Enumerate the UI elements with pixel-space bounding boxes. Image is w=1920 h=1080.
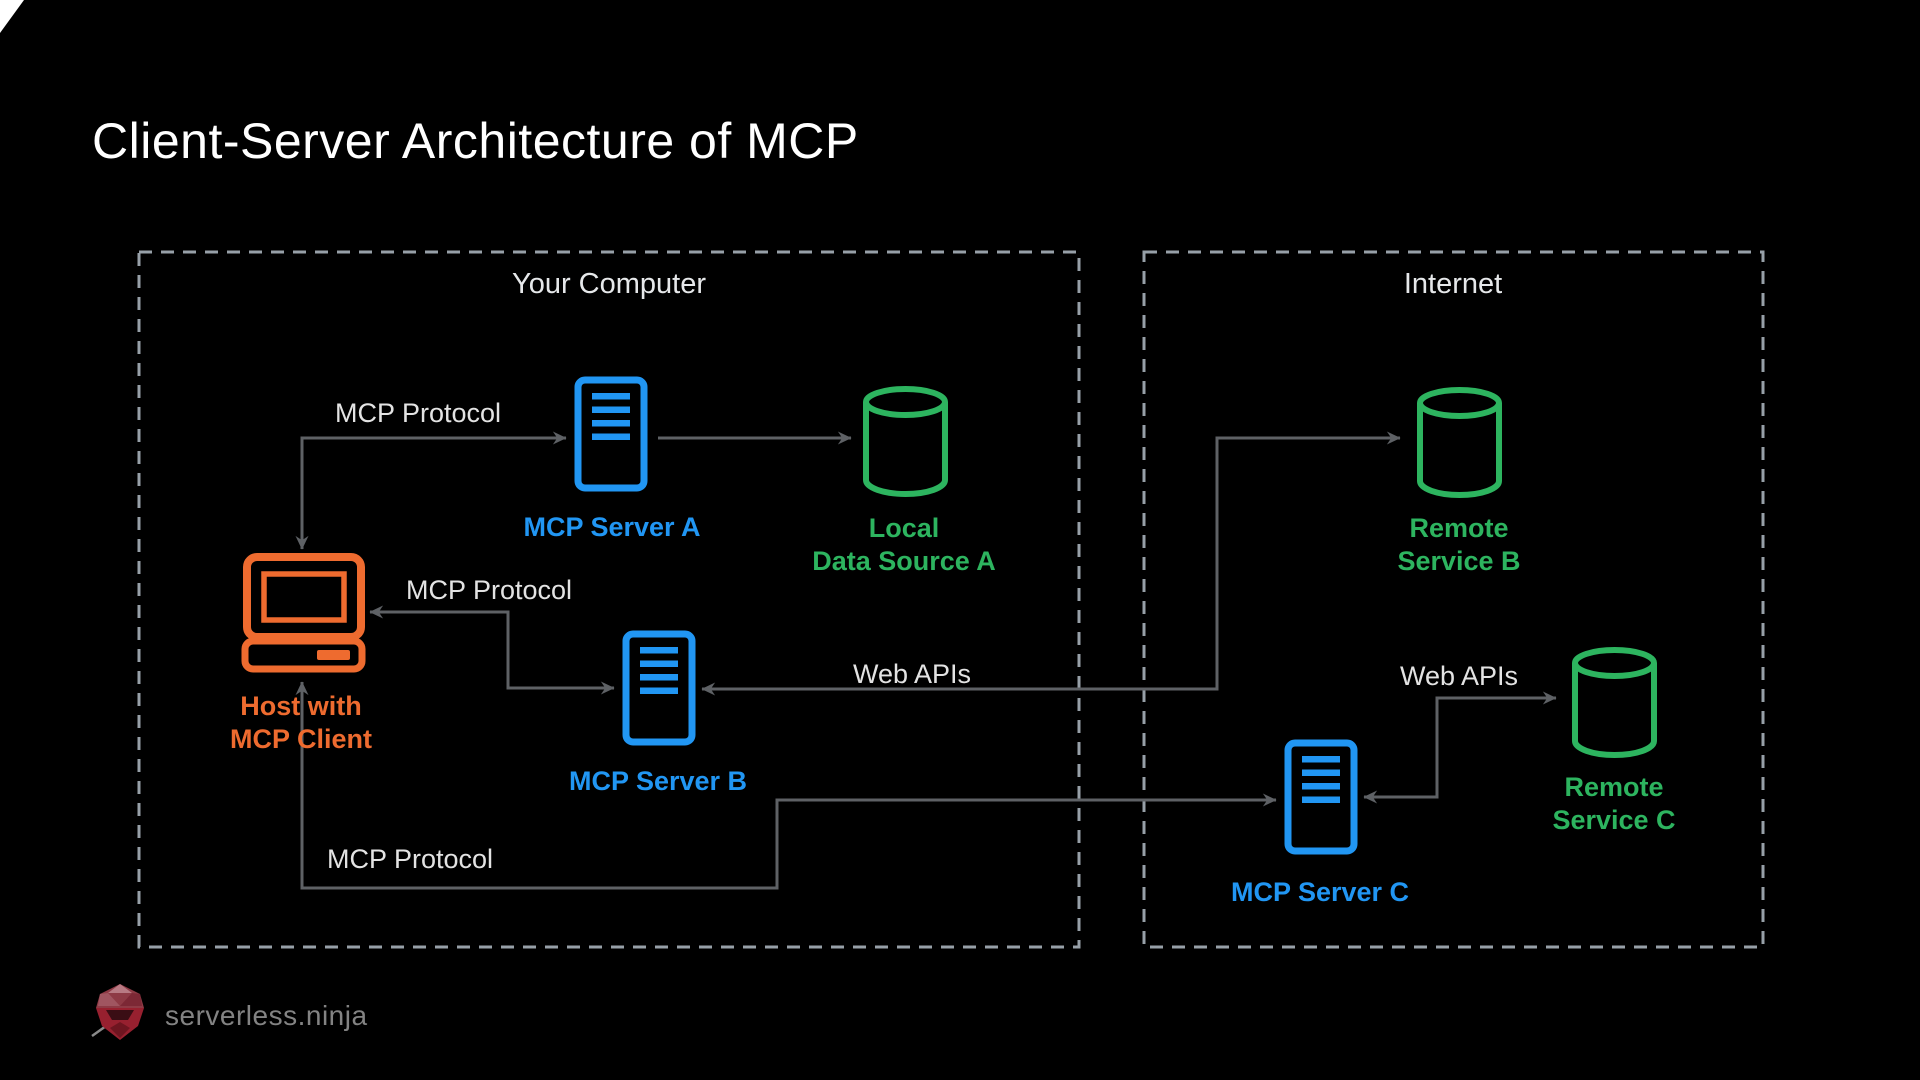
edge-label-web-apis-c: Web APIs [1399, 661, 1519, 691]
slide-corner-decoration [0, 0, 24, 33]
internet-group-box [1142, 250, 1765, 949]
data-source-a-label-line1: Local [868, 513, 940, 543]
data-source-a-label: Local Data Source A [812, 512, 996, 578]
connector-lines [295, 431, 1557, 890]
host-label-line1: Host with [240, 691, 362, 721]
server-b-label: MCP Server B [568, 766, 748, 796]
your-computer-group-title: Your Computer [512, 268, 706, 300]
edge-label-web-apis-b: Web APIs [852, 659, 972, 689]
database-cylinder-icon-b [1417, 387, 1502, 498]
arrow-host-server-a [295, 431, 567, 550]
edge-label-mcp-protocol-a: MCP Protocol [334, 398, 502, 428]
data-source-a-label-line2: Data Source A [812, 546, 996, 576]
remote-service-c-label: Remote Service C [1552, 771, 1675, 837]
your-computer-group-box [137, 250, 1081, 949]
arrow-server-b-remote-service-b [701, 431, 1401, 696]
remote-service-c-label-line2: Service C [1552, 805, 1676, 835]
arrow-server-c-remote-service-c [1363, 691, 1557, 804]
remote-service-b-label-line2: Service B [1397, 546, 1521, 576]
edge-label-mcp-protocol-c: MCP Protocol [326, 844, 494, 874]
server-c-label: MCP Server C [1230, 877, 1410, 907]
edge-label-mcp-protocol-b: MCP Protocol [405, 575, 573, 605]
page-title: Client-Server Architecture of MCP [92, 113, 859, 169]
host-label-line2: MCP Client [229, 724, 373, 754]
server-icon-b [622, 630, 696, 746]
server-a-label: MCP Server A [523, 512, 701, 542]
remote-service-c-label-line1: Remote [1564, 772, 1664, 802]
computer-icon [241, 553, 366, 673]
server-icon-a [574, 376, 648, 492]
remote-service-b-label-line1: Remote [1409, 513, 1509, 543]
brand-text: serverless.ninja [165, 1000, 368, 1031]
ninja-logo-icon [91, 984, 144, 1040]
internet-group-title: Internet [1403, 268, 1503, 300]
database-cylinder-icon-a [863, 386, 948, 497]
database-cylinder-icon-c [1572, 647, 1657, 758]
remote-service-b-label: Remote Service B [1397, 512, 1520, 578]
arrow-host-server-c [295, 681, 1277, 890]
server-icon-c [1284, 739, 1358, 855]
host-label: Host with MCP Client [230, 690, 372, 756]
arrow-host-server-b [369, 605, 615, 695]
